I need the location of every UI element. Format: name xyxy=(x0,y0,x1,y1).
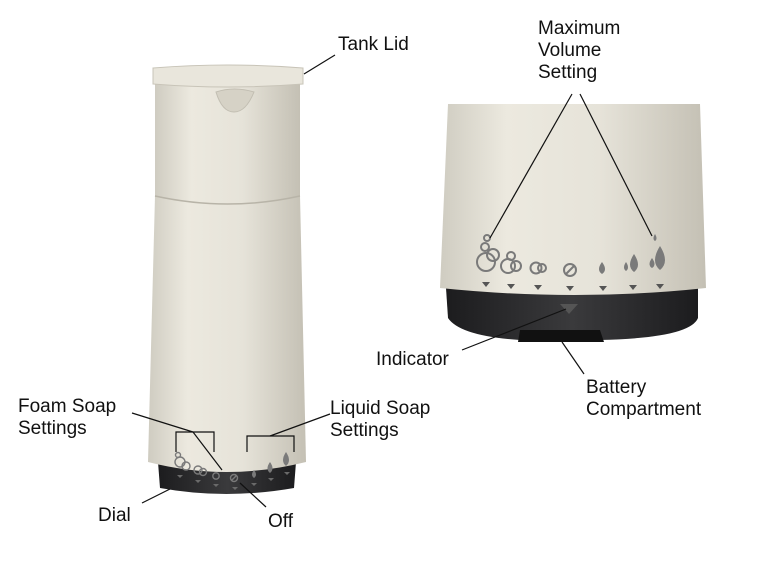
liquid-icons-left xyxy=(252,452,289,478)
leader-foam-min xyxy=(192,431,223,471)
foam-mid-icon xyxy=(193,465,208,477)
closeup-body xyxy=(440,104,706,295)
leader-foam-settings xyxy=(131,412,194,433)
label-line: Foam Soap xyxy=(18,396,117,417)
leader-max-liquid xyxy=(579,93,653,237)
label-line: Settings xyxy=(330,420,399,441)
liquid-icons-right xyxy=(599,234,665,274)
tank-lid xyxy=(152,64,304,88)
closeup-foam-max-icon xyxy=(476,234,500,272)
leader-foam-bracket xyxy=(175,431,215,452)
liquid-mid-icon xyxy=(267,462,273,473)
closeup-foam-mid-icon xyxy=(500,251,522,274)
closeup-liquid-max-icon xyxy=(649,234,665,270)
foam-max-icon xyxy=(174,451,191,471)
label-line: Battery xyxy=(586,377,647,398)
label-off: Off xyxy=(268,511,293,532)
liquid-min-icon xyxy=(252,470,256,478)
dispenser-body xyxy=(148,196,306,472)
leader-liquid-settings xyxy=(269,413,331,437)
label-line: Setting xyxy=(538,62,598,83)
tank-seam xyxy=(154,195,301,205)
closeup-indicator-notch xyxy=(560,304,578,314)
leader-battery xyxy=(561,341,585,375)
lid-notch xyxy=(215,88,255,113)
leader-dial xyxy=(141,488,171,504)
label-line: Compartment xyxy=(586,399,702,420)
leader-indicator xyxy=(461,308,567,351)
label-tank-lid: Tank Lid xyxy=(338,34,409,55)
dial-icons-right xyxy=(476,234,577,277)
dispenser-full-view xyxy=(148,64,306,494)
leader-lines xyxy=(131,54,653,508)
label-foam-soap-settings: Foam Soap Settings xyxy=(18,396,116,440)
label-liquid-soap-settings: Liquid Soap Settings xyxy=(330,398,430,442)
dispenser-closeup-view xyxy=(440,104,706,342)
label-line: Liquid Soap xyxy=(330,398,431,419)
label-line: Maximum xyxy=(538,18,621,39)
label-line: Volume xyxy=(538,40,602,61)
dial-markers-right xyxy=(482,282,664,291)
leader-max-foam xyxy=(489,93,573,239)
closeup-foam-min-icon xyxy=(529,261,547,275)
label-line: Settings xyxy=(18,418,87,439)
label-indicator: Indicator xyxy=(376,349,449,370)
dial-markers-left xyxy=(177,472,290,490)
label-dial: Dial xyxy=(98,505,131,526)
dial-icons-left xyxy=(174,451,239,483)
dispenser-tank xyxy=(155,84,300,204)
closeup-liquid-mid-icon xyxy=(624,254,638,272)
leader-tank-lid xyxy=(303,54,336,75)
label-battery-compartment: Battery Compartment xyxy=(586,377,701,421)
liquid-max-icon xyxy=(283,452,289,466)
closeup-liquid-min-icon xyxy=(599,262,605,274)
foam-min-icon xyxy=(212,472,220,480)
closeup-battery-slot xyxy=(518,330,604,342)
leader-off xyxy=(239,482,267,508)
off-icon xyxy=(229,473,239,483)
closeup-base xyxy=(446,288,698,340)
label-maximum-volume-setting: Maximum Volume Setting xyxy=(538,18,620,84)
closeup-off-icon xyxy=(563,263,577,277)
